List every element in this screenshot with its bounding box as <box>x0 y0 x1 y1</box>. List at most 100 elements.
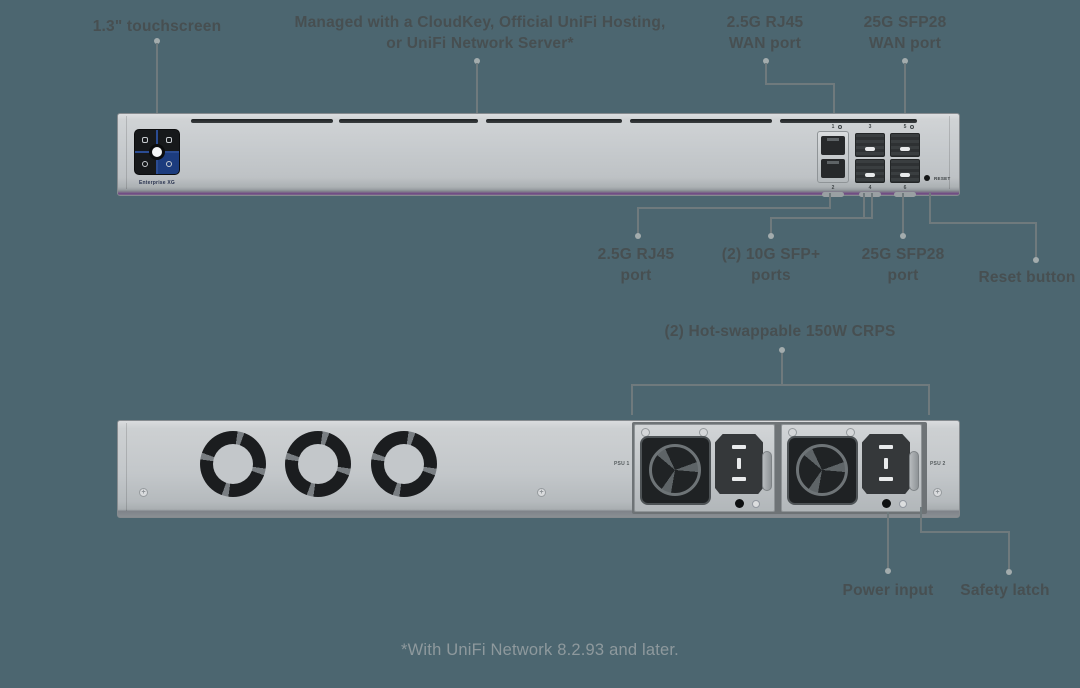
leader-line-wan-rj45-v2 <box>833 83 835 130</box>
psu-fan-grille <box>787 436 858 505</box>
psu-fan-icon <box>649 444 701 496</box>
callout-lan-sfp-line1: (2) 10G SFP+ <box>721 246 821 263</box>
callout-wan-sfp28-line1: 25G SFP28 <box>863 14 947 31</box>
callout-wan-rj45-line2: WAN port <box>728 35 802 52</box>
psu-power-button <box>882 499 891 508</box>
callout-lan-rj45-line2: port <box>620 267 652 284</box>
sfp-port-column: 3 4 <box>855 124 885 197</box>
product-name: Enterprise XG <box>139 180 175 186</box>
leader-line-safety-latch-v1 <box>920 507 922 533</box>
socket-pin <box>884 458 888 469</box>
leader-line-wan-sfp28 <box>904 63 906 130</box>
leader-dot <box>1006 569 1012 575</box>
callout-managed: Managed with a CloudKey, Official UniFi … <box>295 12 666 54</box>
psu-module-2 <box>781 424 922 512</box>
leader-line-lan-rj45-h <box>637 207 831 209</box>
sfp-latch <box>865 147 875 151</box>
sfp-plus-port <box>855 133 885 157</box>
psu-bays <box>632 422 927 514</box>
bracket-right <box>928 384 930 415</box>
screw-icon: + <box>139 488 148 497</box>
sfp28-wan-port <box>890 133 920 157</box>
leader-line-wan-rj45-h <box>765 83 835 85</box>
reset-label: RESET <box>934 176 951 181</box>
rj45-lan-port <box>821 159 845 178</box>
fan-vent <box>371 431 437 497</box>
callout-wan-rj45-line1: 2.5G RJ45 <box>726 14 804 31</box>
port-number-3: 3 <box>868 124 872 130</box>
callout-wan-rj45: 2.5G RJ45 WAN port <box>727 12 804 54</box>
leader-line-reset-v2 <box>1035 222 1037 258</box>
power-input-socket <box>715 434 763 494</box>
bracket-left <box>631 384 633 415</box>
socket-pin <box>732 445 746 449</box>
psu-power-button <box>735 499 744 508</box>
chassis-edge-seam <box>126 423 127 511</box>
led-indicator-icon <box>838 125 842 129</box>
port-number-5: 5 <box>903 124 907 130</box>
led-indicator-icon <box>910 125 914 129</box>
callout-lan-rj45: 2.5G RJ45 port <box>598 244 675 286</box>
chassis-edge-seam <box>126 116 127 189</box>
callout-lan-sfp: (2) 10G SFP+ ports <box>722 244 820 286</box>
callout-lan-rj45-line1: 2.5G RJ45 <box>597 246 675 263</box>
callout-wan-sfp28-line2: WAN port <box>868 35 942 52</box>
callout-managed-line1: Managed with a CloudKey, Official UniFi … <box>294 14 666 31</box>
callout-lan-sfp28-line1: 25G SFP28 <box>861 246 945 263</box>
chassis-edge-seam <box>949 116 950 189</box>
screen-home-button <box>149 144 165 160</box>
screen-status-icon <box>142 161 148 167</box>
callout-lan-sfp28: 25G SFP28 port <box>862 244 945 286</box>
leader-line-lan-sfp28 <box>902 193 904 234</box>
leader-dot <box>474 58 480 64</box>
port-speed-badge <box>894 192 916 197</box>
power-input-socket <box>862 434 910 494</box>
rj45-port-column: 1 2 <box>817 124 849 197</box>
fan-vent <box>200 431 266 497</box>
callout-power-input: Power input <box>842 582 934 599</box>
leader-line-lan-sfp-v1a <box>863 193 865 219</box>
vent-slot <box>630 119 772 123</box>
vent-slot <box>780 119 917 123</box>
leader-line-wan-rj45-v1 <box>765 63 767 85</box>
socket-pin <box>879 445 893 449</box>
leader-dot <box>779 347 785 353</box>
vent-slot <box>486 119 622 123</box>
leader-line-power-input <box>887 512 889 568</box>
fan-vent <box>285 431 351 497</box>
leader-line-managed <box>476 63 478 114</box>
leader-line-reset-v1 <box>929 193 931 224</box>
leader-dot <box>768 233 774 239</box>
sfp-latch <box>900 147 910 151</box>
leader-dot <box>635 233 641 239</box>
callout-safety-latch: Safety latch <box>960 582 1050 599</box>
screw-icon: + <box>537 488 546 497</box>
rj45-pins <box>827 161 839 164</box>
vent-slot <box>339 119 478 123</box>
port-number-6: 6 <box>903 185 907 191</box>
leader-dot <box>154 38 160 44</box>
psu1-label: PSU 1 <box>614 461 630 467</box>
rear-panel: + + + PSU 1 PSU 2 <box>117 420 960 518</box>
screw-icon: + <box>933 488 942 497</box>
leader-dot <box>1033 257 1039 263</box>
socket-pin <box>732 477 746 481</box>
callout-touchscreen: 1.3" touchscreen <box>92 18 222 35</box>
leader-line-safety-latch-h <box>920 531 1010 533</box>
callout-lan-sfp-line2: ports <box>751 267 791 284</box>
leader-line-lan-sfp-h <box>770 217 873 219</box>
port-number-2: 2 <box>831 185 835 191</box>
callout-reset-button: Reset button <box>978 269 1076 286</box>
bracket-top <box>631 384 930 386</box>
sfp28-lan-port <box>890 159 920 183</box>
callout-lan-sfp28-line2: port <box>887 267 919 284</box>
callout-wan-sfp28: 25G SFP28 WAN port <box>864 12 947 54</box>
psu-fan-icon <box>796 444 848 496</box>
callout-managed-line2: or UniFi Network Server* <box>386 35 574 52</box>
psu-thumbscrew <box>899 500 907 508</box>
reset-button <box>924 175 930 181</box>
front-panel: Enterprise XG 1 2 3 4 5 6 <box>117 113 960 197</box>
psu-thumbscrew <box>752 500 760 508</box>
leader-dot <box>902 58 908 64</box>
